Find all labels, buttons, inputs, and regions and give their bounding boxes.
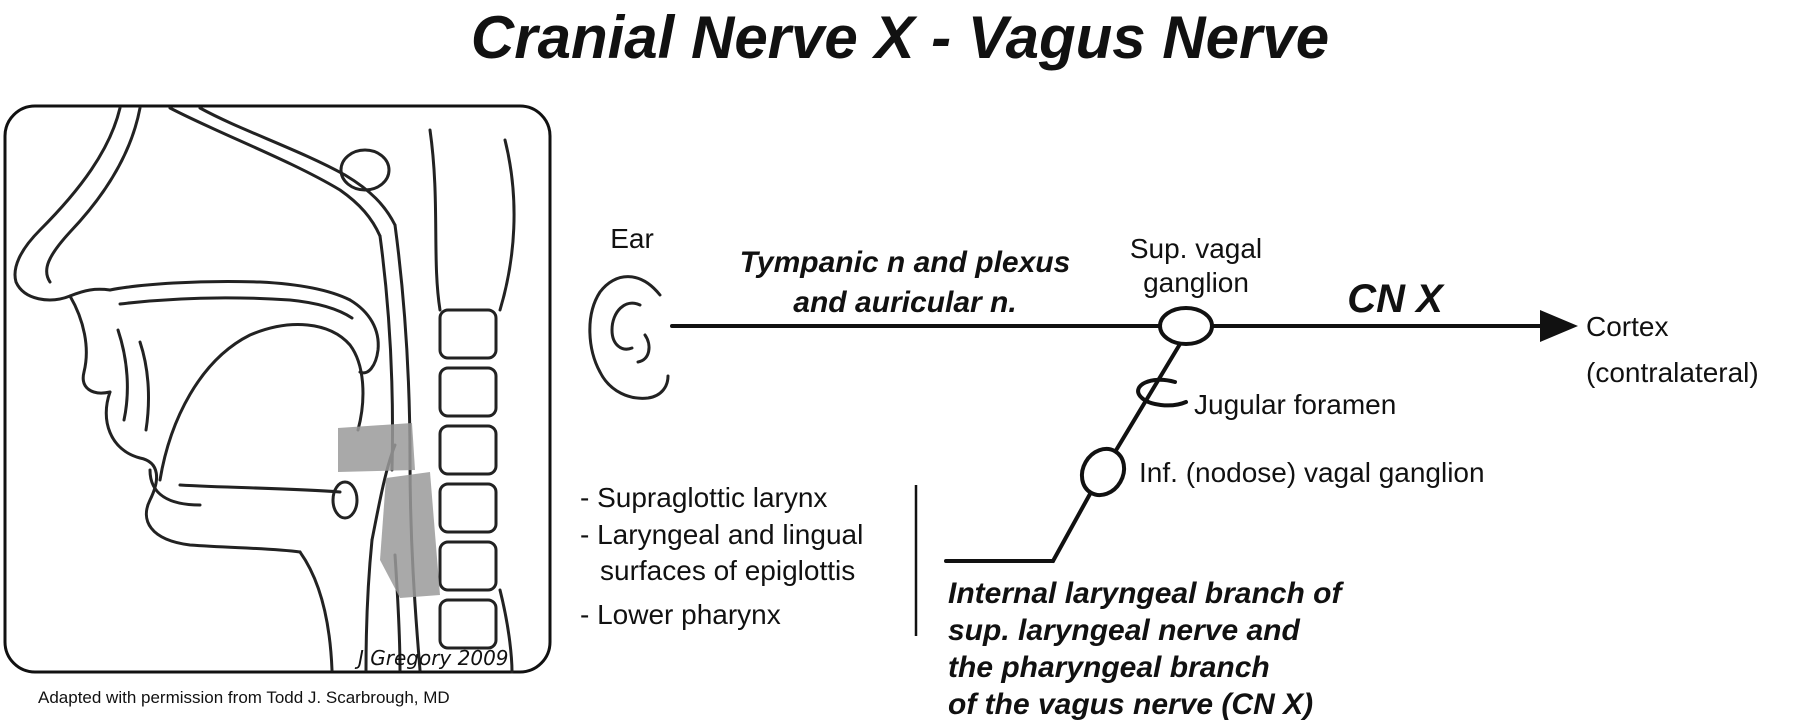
branch-label-line: Internal laryngeal branch of <box>948 577 1344 610</box>
area-item: - Supraglottic larynx <box>580 482 827 513</box>
soft-palate <box>348 298 380 375</box>
sup-ganglion-label-2: ganglion <box>1143 267 1249 298</box>
cervical-spine <box>428 128 516 674</box>
illustration-frame <box>3 104 552 674</box>
sup-ganglion-label-1: Sup. vagal <box>1130 233 1262 264</box>
skull-outline <box>13 106 122 302</box>
cortex-label-1: Cortex <box>1586 311 1668 342</box>
shaded-innervated-region <box>338 423 415 472</box>
ear-icon <box>588 275 670 400</box>
head-neck-illustration: J Gregory 2009 <box>3 104 552 674</box>
nasal-roof <box>198 106 397 227</box>
skull-base-structure <box>339 148 391 192</box>
area-item: - Laryngeal and lingual <box>580 519 863 550</box>
tympanic-label-line-2: and auricular n. <box>793 286 1016 319</box>
jugular-foramen-label: Jugular foramen <box>1194 389 1396 420</box>
branch-label: Internal laryngeal branch of sup. laryng… <box>948 577 1344 721</box>
floor-of-mouth <box>178 483 342 494</box>
hyoid-bone <box>331 480 359 520</box>
area-item: surfaces of epiglottis <box>600 555 855 586</box>
superior-vagal-ganglion <box>1158 306 1214 346</box>
neck-front <box>298 550 334 672</box>
cn-x-label: CN X <box>1347 277 1445 321</box>
hard-palate <box>108 279 352 302</box>
branch-label-line: sup. laryngeal nerve and <box>948 614 1300 647</box>
image-credit: Adapted with permission from Todd J. Sca… <box>38 688 450 707</box>
cortex-label-2: (contralateral) <box>1586 357 1759 388</box>
descending-nerve-line <box>1113 342 1182 454</box>
tongue <box>158 323 365 482</box>
branch-label-line: the pharyngeal branch <box>948 651 1270 684</box>
ear-label: Ear <box>610 223 654 254</box>
branch-label-line: of the vagus nerve (CN X) <box>948 688 1313 721</box>
page-title: Cranial Nerve X - Vagus Nerve <box>471 4 1329 71</box>
jugular-foramen-ring <box>1136 377 1188 408</box>
lower-lip-chin <box>104 390 302 554</box>
tympanic-label-line-1: Tympanic n and plexus <box>740 246 1071 279</box>
area-item: - Lower pharynx <box>580 599 781 630</box>
artist-signature: J Gregory 2009 <box>354 646 509 670</box>
inferior-nodose-ganglion <box>1079 446 1127 498</box>
inf-ganglion-label: Inf. (nodose) vagal ganglion <box>1139 457 1485 488</box>
arrow-head-icon <box>1540 310 1578 342</box>
larynx <box>364 538 374 672</box>
upper-lip <box>68 294 112 395</box>
innervated-areas-list: - Supraglottic larynx - Laryngeal and li… <box>580 482 863 630</box>
